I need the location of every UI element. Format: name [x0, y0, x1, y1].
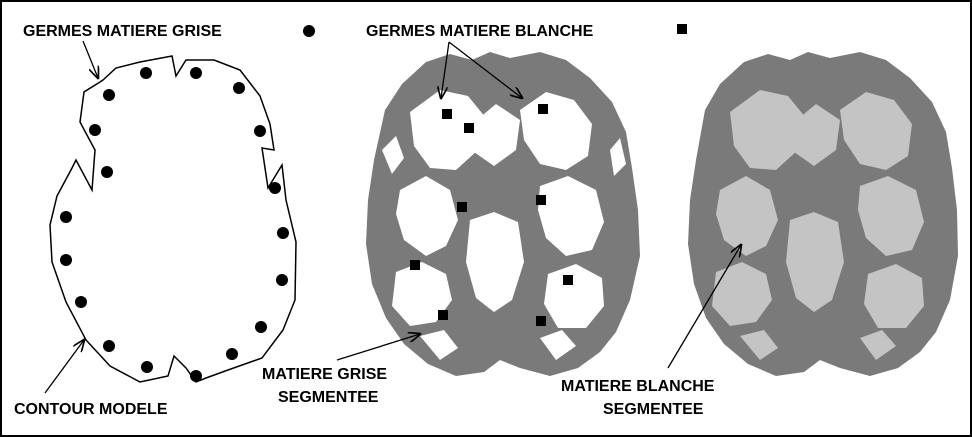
grey-seed-dot — [190, 67, 202, 79]
white-segmented-label-1: MATIERE BLANCHE — [561, 378, 715, 395]
grey-seed-dot — [60, 211, 72, 223]
white-seeds-label: GERMES MATIERE BLANCHE — [366, 23, 594, 40]
white-seed-legend-icon — [677, 24, 687, 34]
grey-seed-dot — [141, 361, 153, 373]
grey-seed-dot — [60, 254, 72, 266]
contour-label: CONTOUR MODELE — [14, 401, 168, 418]
grey-seed-dot — [89, 124, 101, 136]
white-seed-square — [410, 260, 420, 270]
white-seed-square — [536, 195, 546, 205]
grey-seeds-label: GERMES MATIERE GRISE — [23, 23, 222, 40]
grey-seed-dot — [226, 348, 238, 360]
grey-segmented-label-2: SEGMENTEE — [278, 389, 379, 406]
white-seed-square — [442, 109, 452, 119]
grey-seed-dot — [233, 82, 245, 94]
grey-seed-dot — [103, 340, 115, 352]
white-seed-square — [438, 310, 448, 320]
grey-seed-dot — [190, 370, 202, 382]
grey-seed-dot — [101, 166, 113, 178]
grey-seed-dot — [103, 89, 115, 101]
grey-segmented-label-1: MATIERE GRISE — [262, 366, 387, 383]
grey-seed-dot — [276, 274, 288, 286]
white-segmented-label-2: SEGMENTEE — [603, 401, 704, 418]
grey-seed-dot — [75, 296, 87, 308]
grey-seed-dot — [140, 67, 152, 79]
white-seed-square — [563, 275, 573, 285]
grey-seed-dot — [254, 125, 266, 137]
grey-seed-dot — [277, 227, 289, 239]
white-seed-square — [536, 316, 546, 326]
grey-seed-legend-icon — [303, 25, 315, 37]
white-seed-square — [457, 202, 467, 212]
white-seed-square — [464, 123, 474, 133]
white-seed-square — [538, 104, 548, 114]
grey-seed-dot — [269, 182, 281, 194]
grey-seed-dot — [255, 321, 267, 333]
